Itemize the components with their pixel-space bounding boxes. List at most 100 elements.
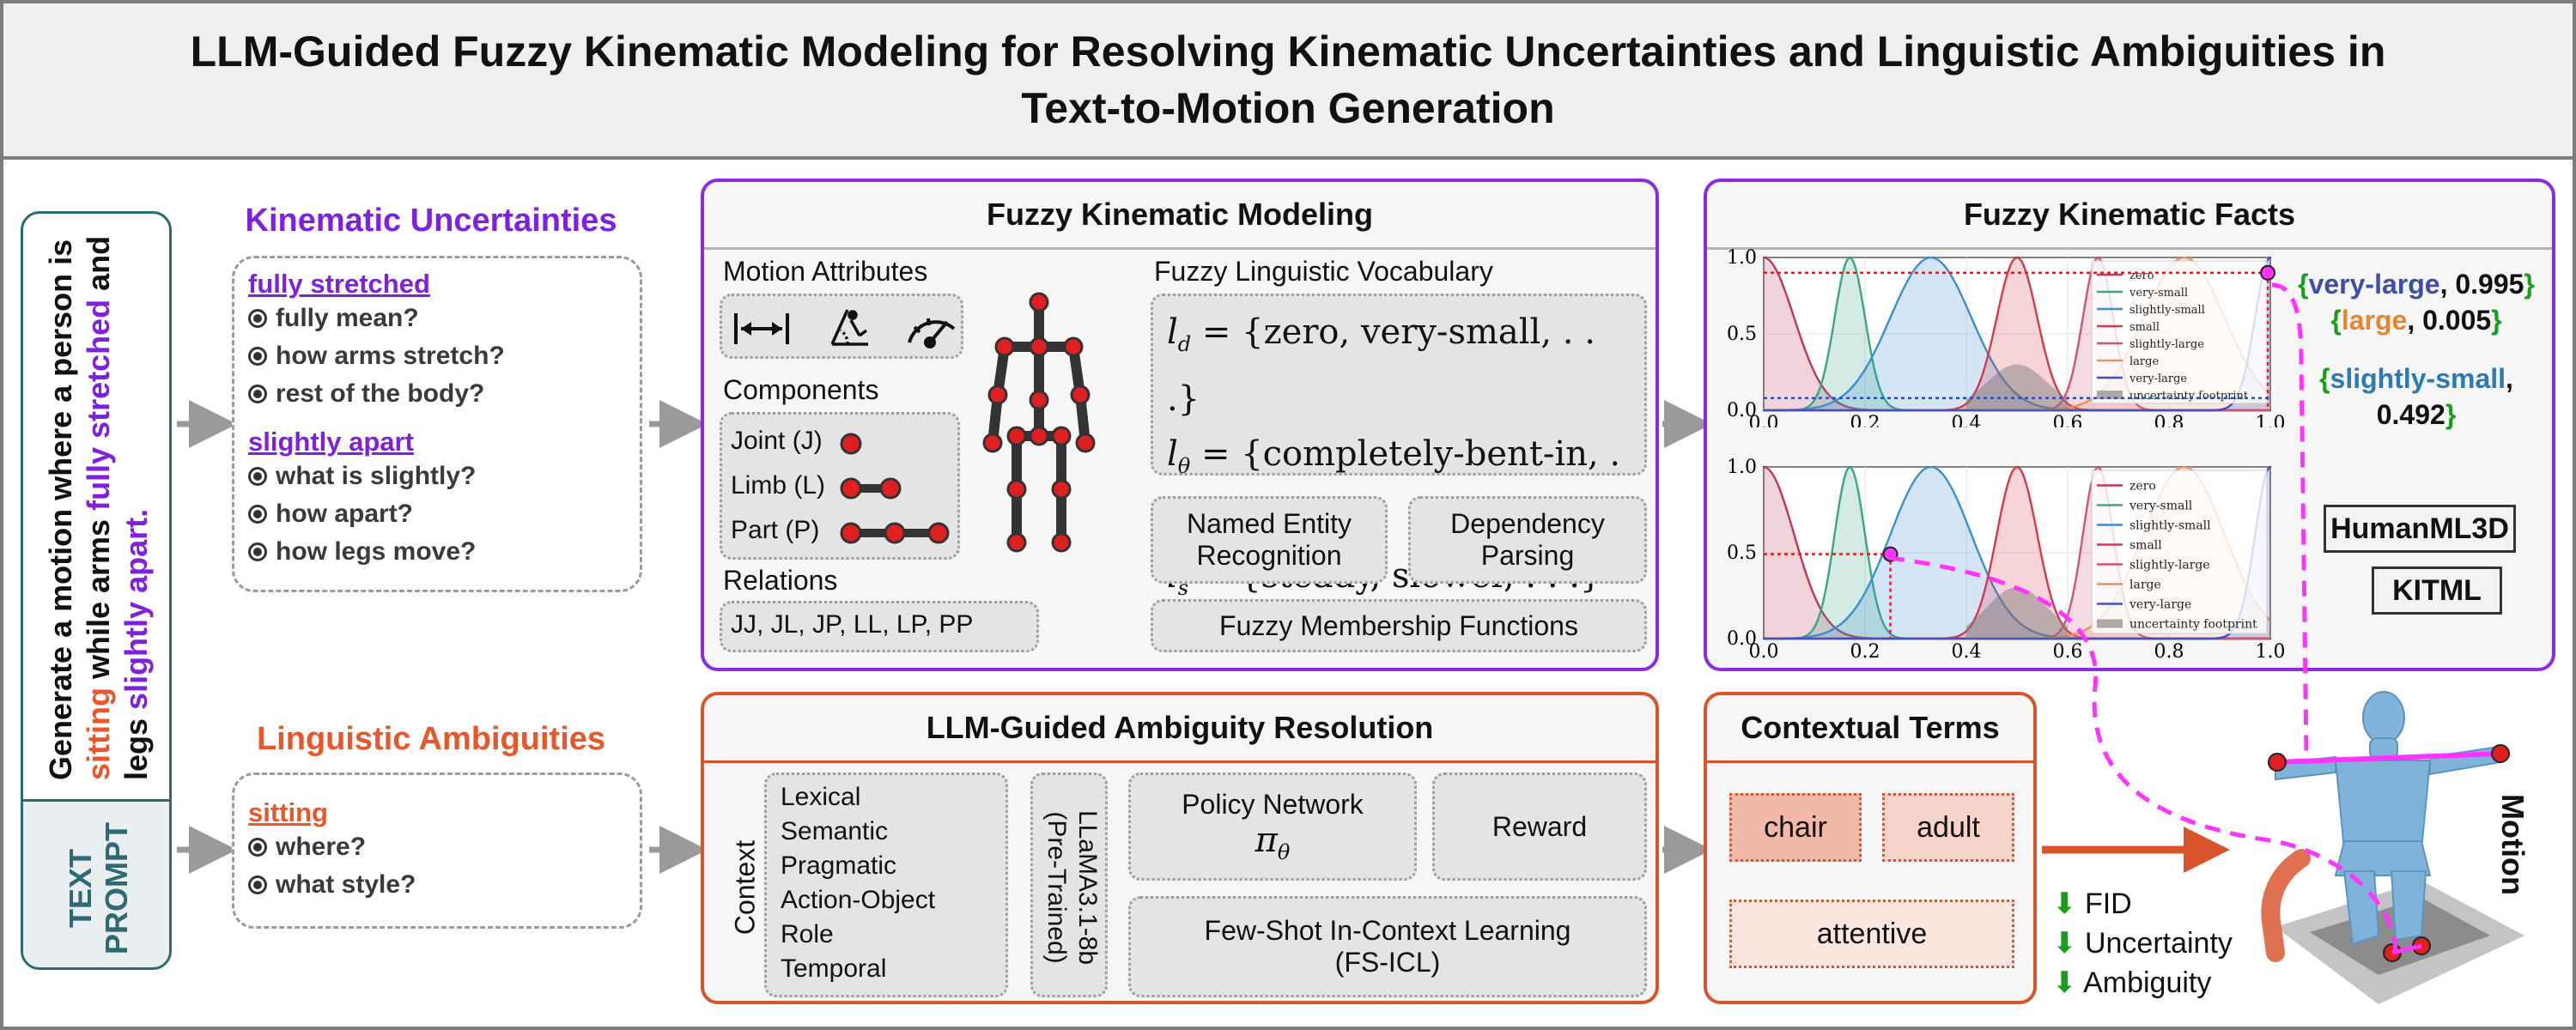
fuzzy-membership-functions-box: Fuzzy Membership Functions — [1151, 599, 1647, 652]
x-tick-label: 0.2 — [1850, 413, 1880, 427]
relations-box: JJ, JL, JP, LL, LP, PP — [720, 601, 1039, 652]
word-sitting: sitting — [81, 688, 116, 780]
relations-list: JJ, JL, JP, LL, LP, PP — [731, 610, 974, 639]
fs-icl-box: Few-Shot In-Context Learning(FS-ICL) — [1128, 896, 1647, 997]
legend-box — [2091, 260, 2268, 404]
x-tick-label: 0.0 — [1749, 413, 1779, 427]
linguistic-ambiguities-title: Linguistic Ambiguities — [256, 721, 606, 757]
legend-label: slightly-small — [2129, 304, 2205, 317]
vocabulary-box: ld = {zero, very-small, . . .} lθ = {com… — [1151, 294, 1647, 600]
llama-model-box: LLaMA3.1-8b(Pre-Trained) — [1030, 772, 1108, 997]
context-label: Context — [729, 839, 761, 936]
reward-box: Reward — [1432, 772, 1647, 881]
linguistic-ambiguities-box: sitting where? what style? — [232, 772, 642, 929]
uncertainty-head-slightly-apart: slightly apart — [248, 427, 414, 457]
x-tick-label: 0.6 — [2053, 641, 2083, 659]
fact-very-large: {very-large, 0.995} — [2298, 269, 2535, 300]
question-item: where? — [248, 828, 626, 866]
skeleton-icon — [982, 292, 1096, 553]
joint-glyph-icon — [840, 433, 862, 455]
kinematic-uncertainties-title: Kinematic Uncertainties — [245, 203, 617, 239]
fuzzy-kinematic-modeling-panel: Fuzzy Kinematic Modeling Motion Attribut… — [701, 179, 1659, 671]
question-item: what is slightly? — [248, 457, 626, 495]
membership-area-zero — [1764, 467, 2270, 639]
components-label: Components — [723, 374, 879, 405]
membership-area-small — [1764, 467, 2270, 639]
legend-label: uncertainty footprint — [2129, 390, 2249, 403]
term-attentive: attentive — [1729, 900, 2014, 968]
relations-label: Relations — [723, 565, 838, 596]
x-tick-label: 0.2 — [1850, 641, 1880, 659]
radio-bullet-icon — [248, 467, 267, 486]
motion-attributes-box — [720, 294, 963, 359]
membership-area-very-small — [1764, 258, 2270, 410]
llama-label: LLaMA3.1-8b(Pre-Trained) — [1042, 809, 1102, 966]
question-item: how arms stretch? — [248, 337, 626, 375]
panel-title: LLM-Guided Ambiguity Resolution — [704, 695, 1656, 763]
legend-swatch — [2097, 391, 2123, 399]
content-frame — [0, 158, 2576, 1030]
title-band: LLM-Guided Fuzzy Kinematic Modeling for … — [0, 0, 2576, 160]
membership-area-slightly-small — [1764, 258, 2270, 410]
question-item: how legs move? — [248, 533, 626, 571]
marker-point — [2260, 264, 2276, 281]
legend-label: small — [2129, 539, 2162, 553]
policy-symbol: πθ — [1255, 821, 1291, 864]
limb-label: Limb (L) — [731, 471, 826, 500]
y-tick-label: 0.0 — [1727, 400, 1757, 421]
metric-ambiguity: ⬇ Ambiguity — [2052, 966, 2212, 999]
legend-label: very-small — [2129, 500, 2193, 513]
radio-bullet-icon — [248, 505, 267, 524]
y-tick-label: 1.0 — [1727, 247, 1757, 269]
fuzzy-facts-output: {very-large, 0.995} {large, 0.005} {slig… — [2287, 266, 2545, 433]
word-slightly-apart: slightly apart. — [118, 508, 154, 710]
limb-glyph-icon — [840, 477, 902, 500]
benchmark-kitml: KITML — [2372, 566, 2502, 615]
motion-label: Motion — [2495, 794, 2530, 895]
radio-bullet-icon — [248, 838, 267, 857]
contextual-terms-panel: Contextual Terms chair adult attentive — [1704, 692, 2037, 1004]
joint-label: Joint (J) — [731, 427, 823, 455]
text-prompt-card: Generate a motion where a person is sitt… — [21, 211, 172, 970]
benchmark-humanml3d: HumanML3D — [2324, 505, 2516, 553]
fact-large: {large, 0.005} — [2330, 305, 2502, 336]
panel-title: Fuzzy Kinematic Modeling — [704, 182, 1656, 250]
question-item: what style? — [248, 866, 626, 904]
speedometer-icon — [908, 318, 956, 348]
down-arrow-icon: ⬇ — [2052, 966, 2077, 999]
membership-area-small — [1764, 258, 2270, 410]
x-tick-label: 0.8 — [2154, 641, 2184, 659]
x-tick-label: 1.0 — [2256, 641, 2286, 659]
policy-network-box: Policy Network πθ — [1128, 772, 1417, 881]
ambiguity-head-sitting: sitting — [248, 797, 328, 827]
radio-bullet-icon — [248, 542, 267, 561]
x-tick-label: 0.0 — [1749, 641, 1779, 659]
term-adult: adult — [1882, 793, 2014, 862]
membership-area-very-small — [1764, 467, 2270, 639]
legend-label: small — [2129, 321, 2160, 334]
legend-label: zero — [2129, 270, 2154, 282]
x-tick-label: 0.4 — [1952, 641, 1982, 659]
x-tick-label: 0.4 — [1952, 413, 1982, 427]
legend-label: slightly-large — [2129, 338, 2204, 351]
y-tick-label: 0.5 — [1727, 542, 1757, 564]
question-item: fully mean? — [248, 300, 626, 337]
part-glyph-icon — [840, 522, 950, 544]
radio-bullet-icon — [248, 876, 267, 894]
ambiguity-resolution-panel: LLM-Guided Ambiguity Resolution Context … — [701, 692, 1659, 1004]
radio-bullet-icon — [248, 385, 267, 403]
part-label: Part (P) — [731, 516, 820, 544]
word-fully-stretched: fully stretched — [81, 299, 116, 511]
question-item: how apart? — [248, 495, 626, 533]
x-tick-label: 0.8 — [2154, 413, 2184, 427]
y-tick-label: 0.0 — [1727, 628, 1757, 650]
legend-label: very-large — [2129, 598, 2191, 612]
membership-area-zero — [1764, 258, 2270, 410]
